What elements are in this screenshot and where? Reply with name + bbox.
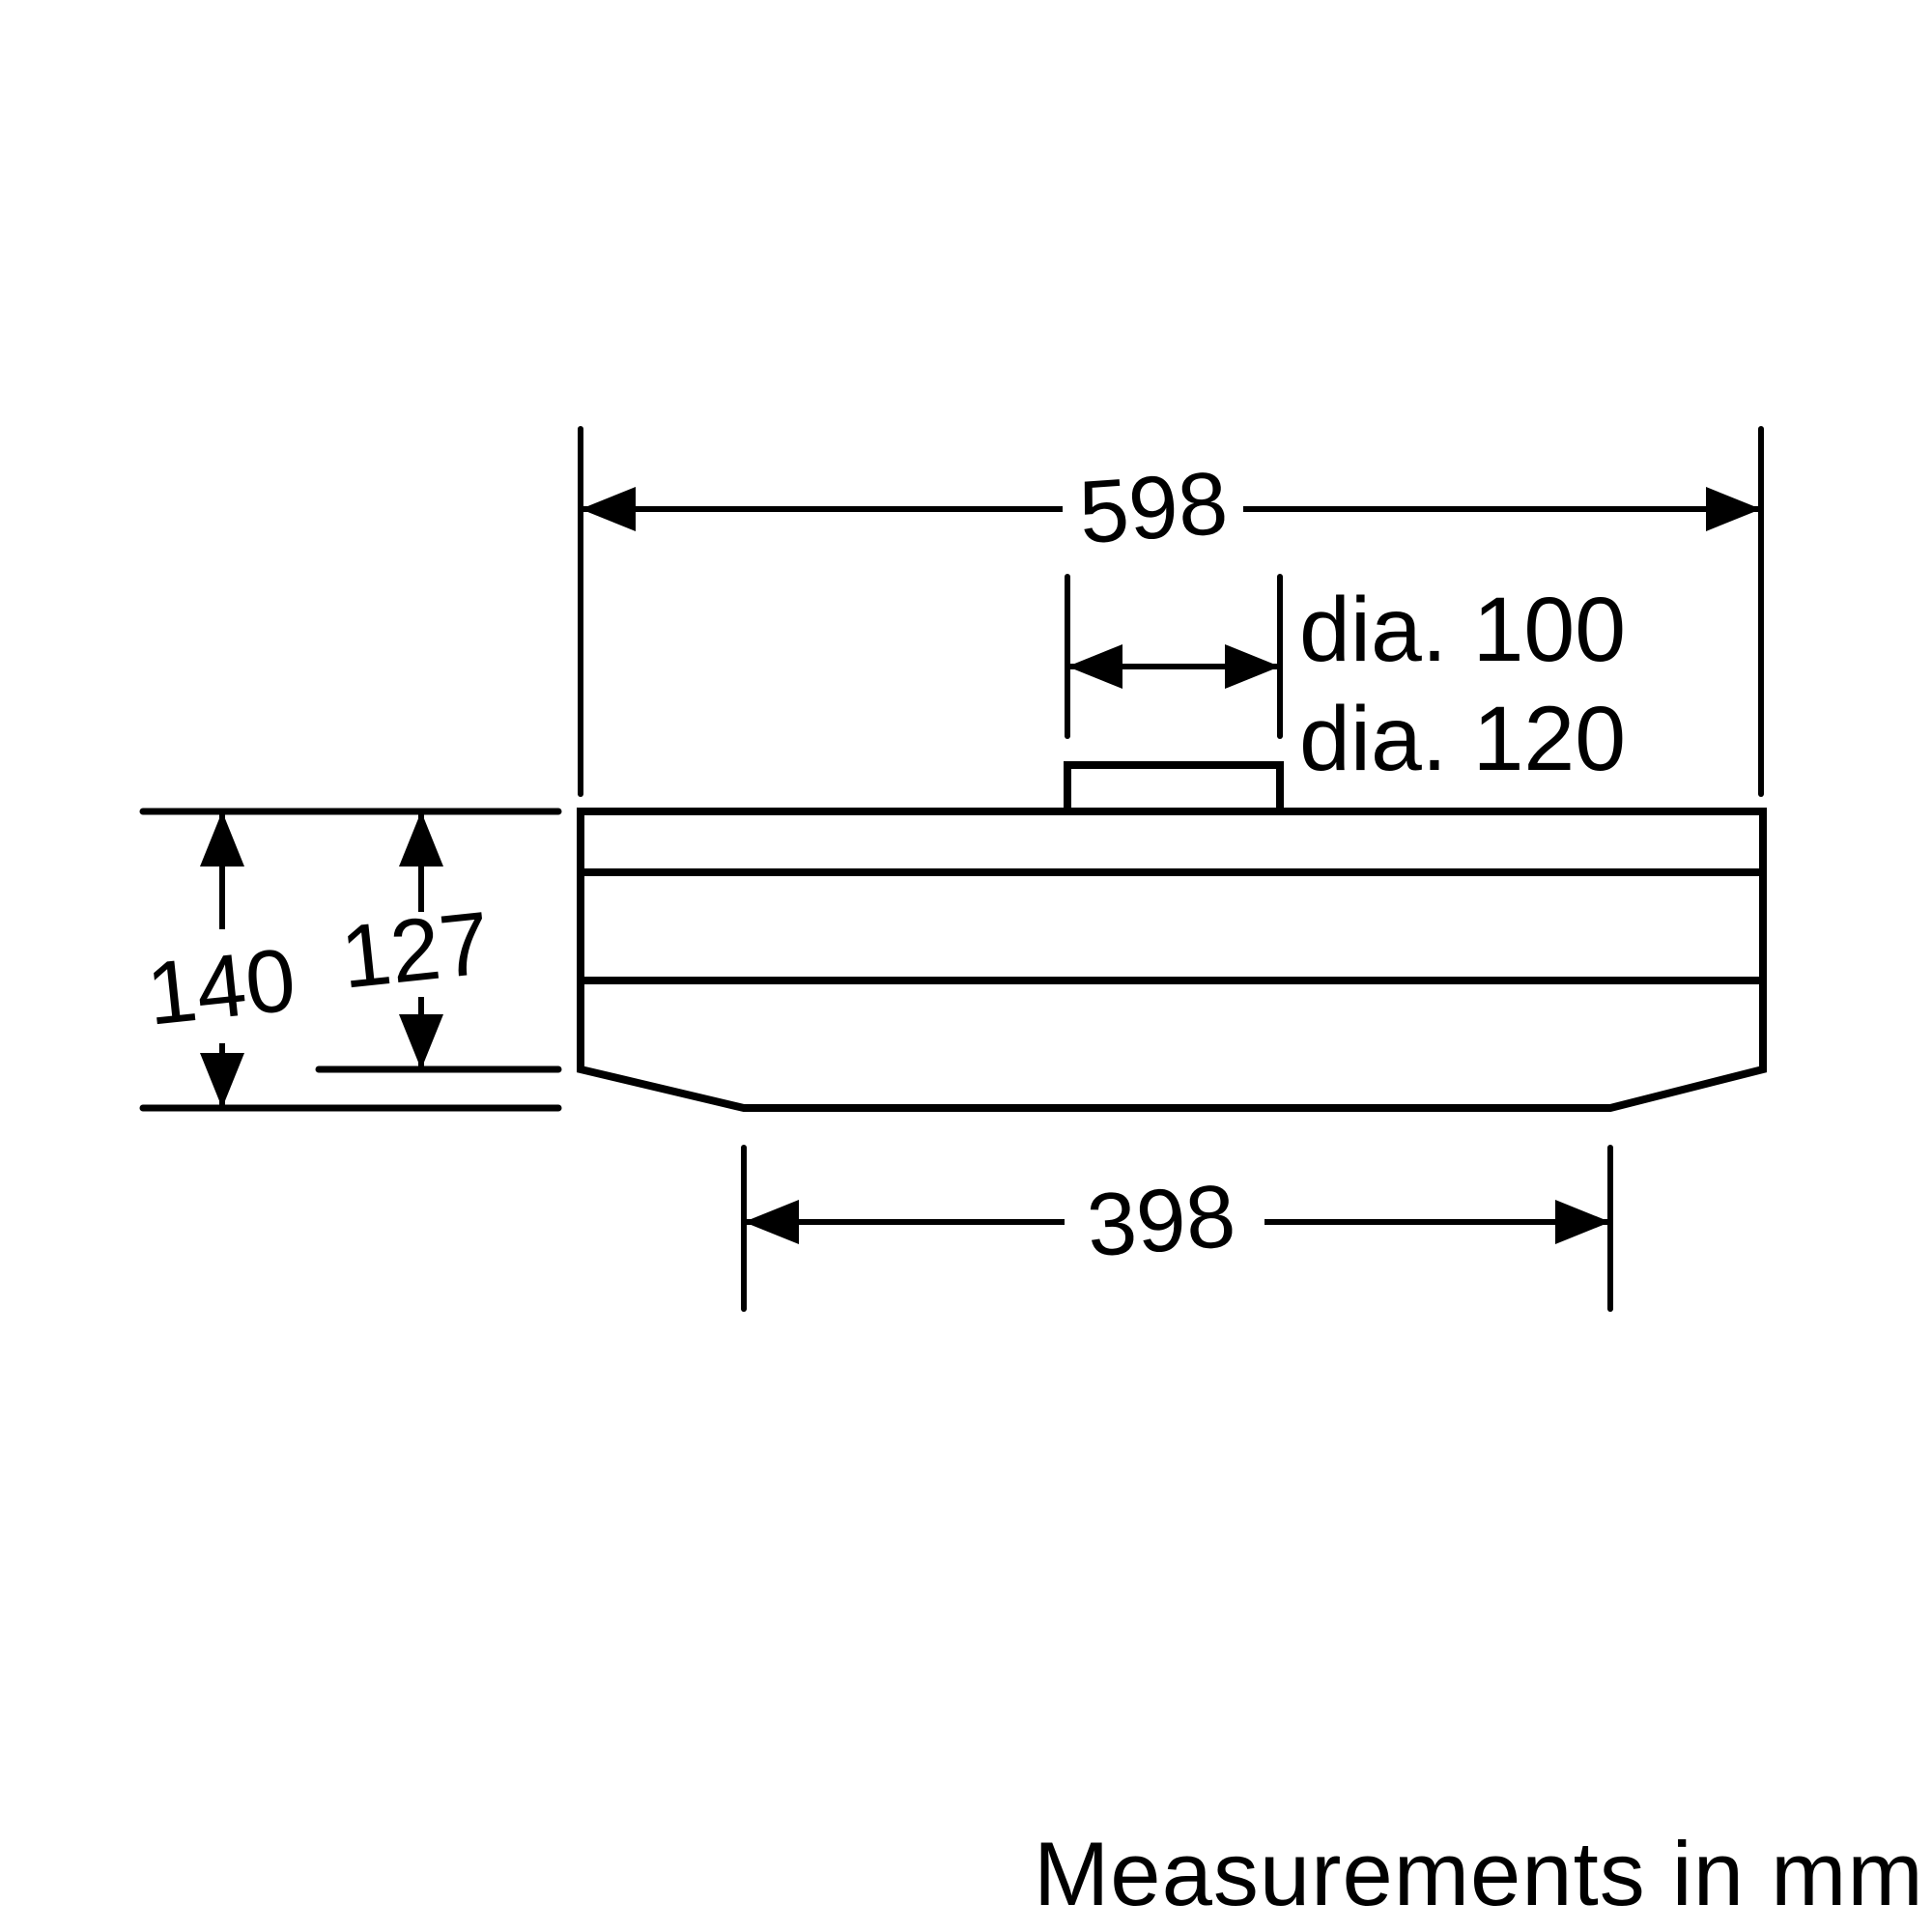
duct-dia-label-120: dia. 120 <box>1299 688 1627 790</box>
hood-panel-lines <box>581 868 1763 984</box>
dim-label-398: 398 <box>1083 1166 1239 1276</box>
reference-lines-left <box>139 808 562 1112</box>
dim-label-127: 127 <box>336 894 495 1008</box>
duct-dia-label-100: dia. 100 <box>1299 579 1627 681</box>
ticks-398 <box>741 1145 1613 1312</box>
dim-arrowheads-398 <box>744 1200 1610 1244</box>
dim-arrowheads-127 <box>399 811 443 1069</box>
duct-dia-ticks <box>1065 574 1283 739</box>
hood-body-outline <box>577 808 1767 1112</box>
extension-lines-598 <box>578 426 1764 797</box>
dim-arrowheads-140 <box>200 811 244 1108</box>
duct-dia-arrow <box>1067 644 1280 689</box>
dim-arrowheads-598 <box>581 487 1761 531</box>
dim-label-140: 140 <box>142 930 300 1044</box>
units-note: Measurements in mm <box>1034 1823 1924 1924</box>
duct-collar <box>1064 761 1284 815</box>
dim-label-598: 598 <box>1075 453 1232 563</box>
